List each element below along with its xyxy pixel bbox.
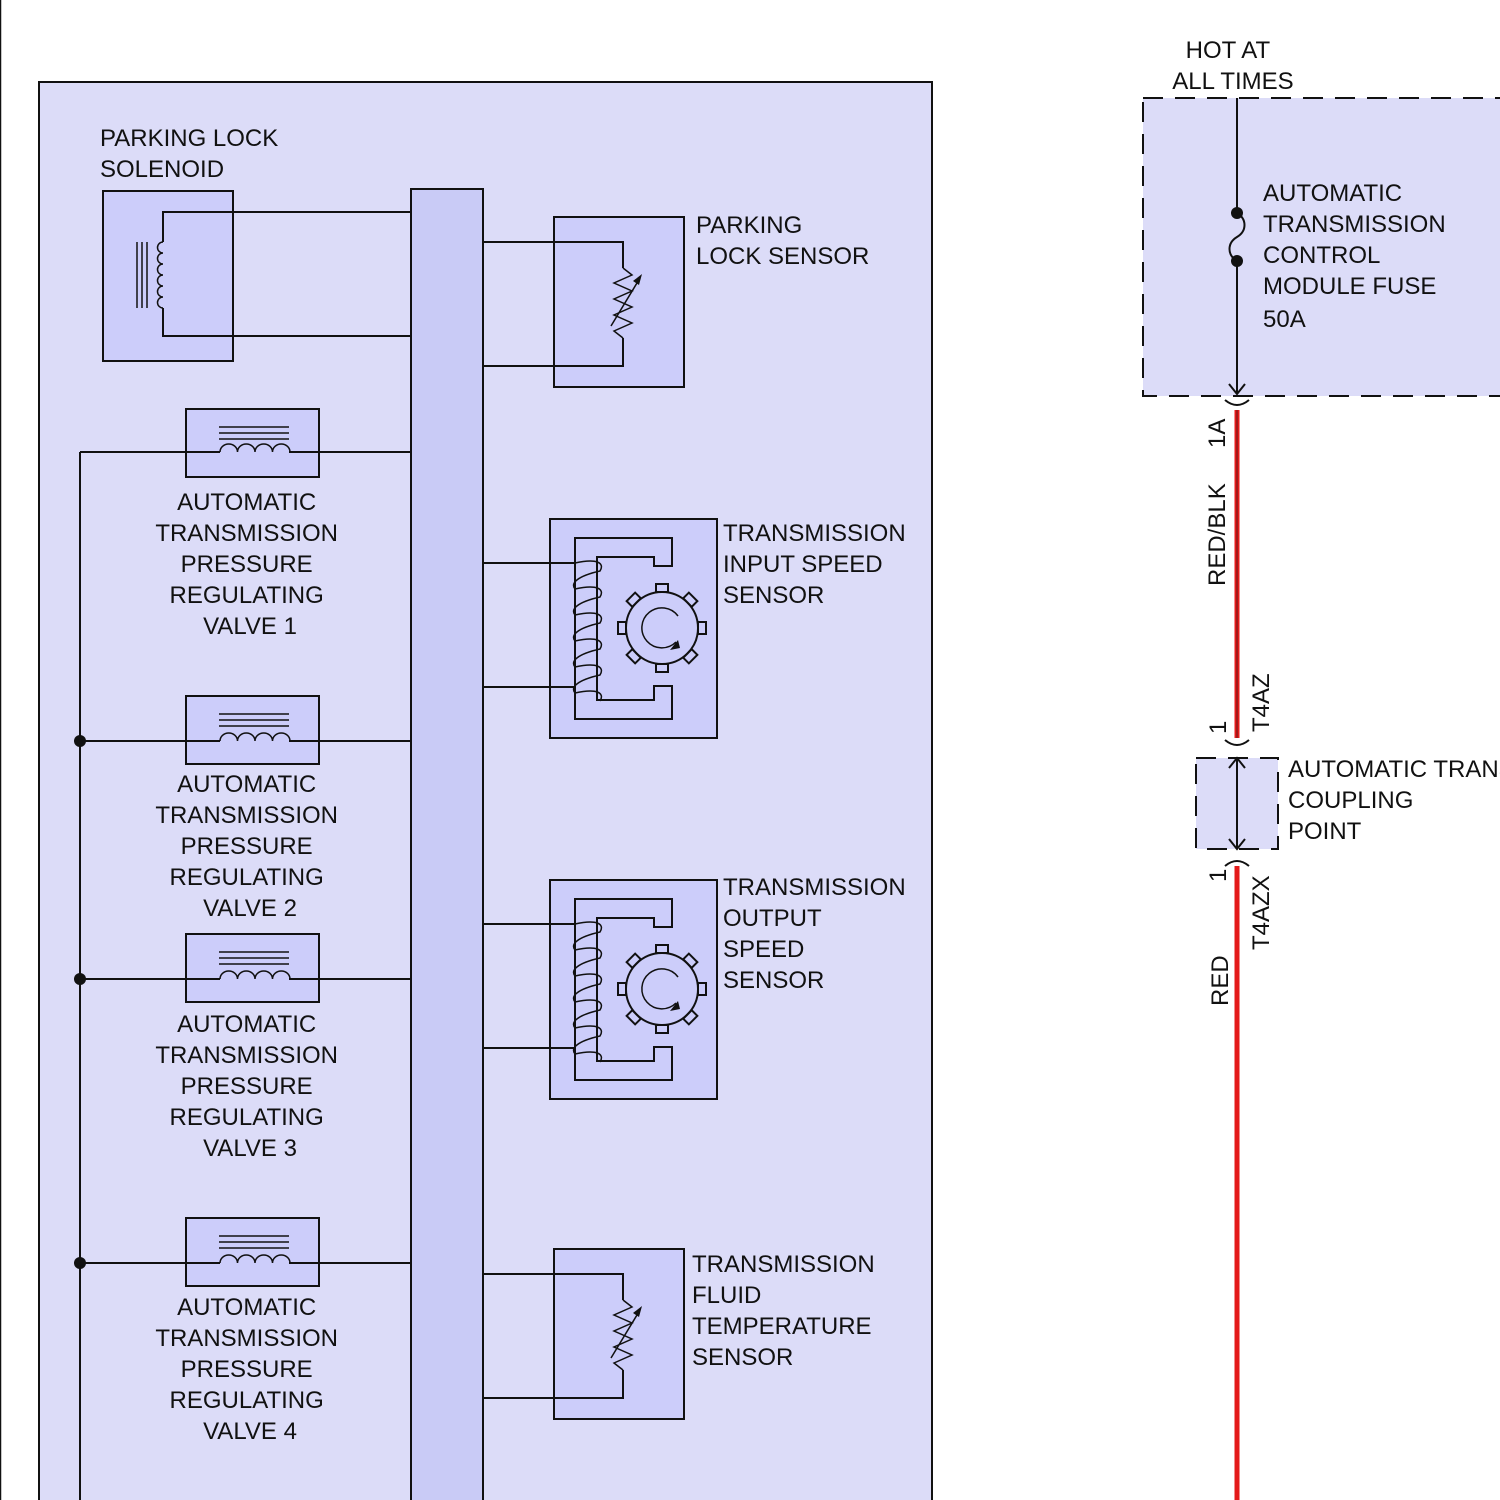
coupling-point-label: AUTOMATIC TRANSMISSION COUPLING POINT	[1288, 756, 1500, 845]
wire-color-red-blk-label: RED/BLK	[1204, 483, 1231, 586]
transmission-module: PARKING LOCK SOLENOID	[39, 82, 932, 1500]
circuit-t4azx-label: T4AZX	[1248, 875, 1275, 950]
hot-at-all-times-label: HOT AT ALL TIMES	[1172, 37, 1293, 95]
circuit-t4az-label: T4AZ	[1248, 673, 1275, 732]
connector-lower-icon	[1225, 861, 1249, 866]
power-feed: HOT AT ALL TIMES AUTOMATIC TRANSMISSION …	[1143, 37, 1500, 1500]
connector-upper-icon	[1225, 740, 1249, 745]
fuse-box: AUTOMATIC TRANSMISSION CONTROL MODULE FU…	[1143, 98, 1500, 396]
pin-1-upper-label: 1	[1205, 721, 1232, 734]
pin-1-lower-label: 1	[1205, 869, 1232, 882]
internal-bus	[411, 189, 483, 1500]
pin-1a-label: 1A	[1204, 419, 1231, 448]
connector-1a-icon	[1225, 400, 1249, 405]
coupling-point: AUTOMATIC TRANSMISSION COUPLING POINT	[1196, 756, 1500, 849]
wire-color-red-label: RED	[1207, 955, 1234, 1006]
